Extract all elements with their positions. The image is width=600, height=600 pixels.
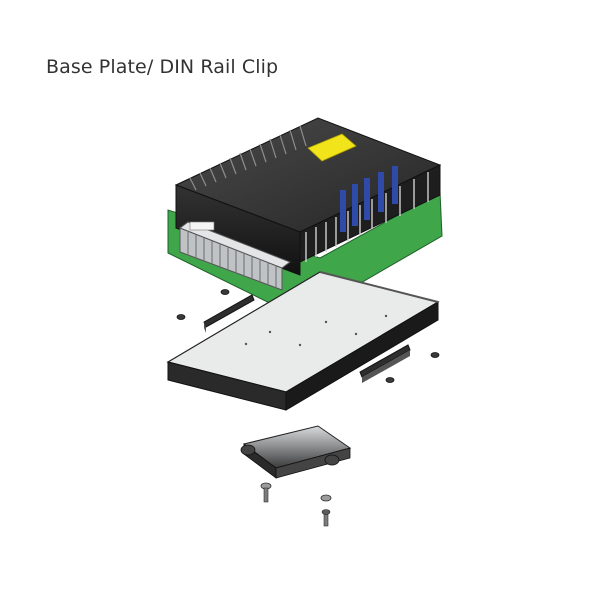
yellow-label bbox=[307, 133, 357, 162]
side-fins bbox=[305, 166, 429, 262]
vent-fins bbox=[189, 125, 307, 191]
page-title: Base Plate/ DIN Rail Clip bbox=[46, 56, 279, 78]
power-supply-module bbox=[167, 117, 443, 319]
mounting-bracket-right bbox=[359, 344, 411, 383]
mounting-bracket-left bbox=[203, 294, 255, 333]
clip-screws bbox=[260, 482, 332, 527]
terminal-block bbox=[178, 221, 292, 291]
din-rail-clip bbox=[240, 425, 352, 479]
base-plate bbox=[166, 271, 440, 411]
screws bbox=[176, 289, 440, 383]
base-plate-side bbox=[285, 301, 439, 411]
housing-front bbox=[175, 184, 301, 276]
